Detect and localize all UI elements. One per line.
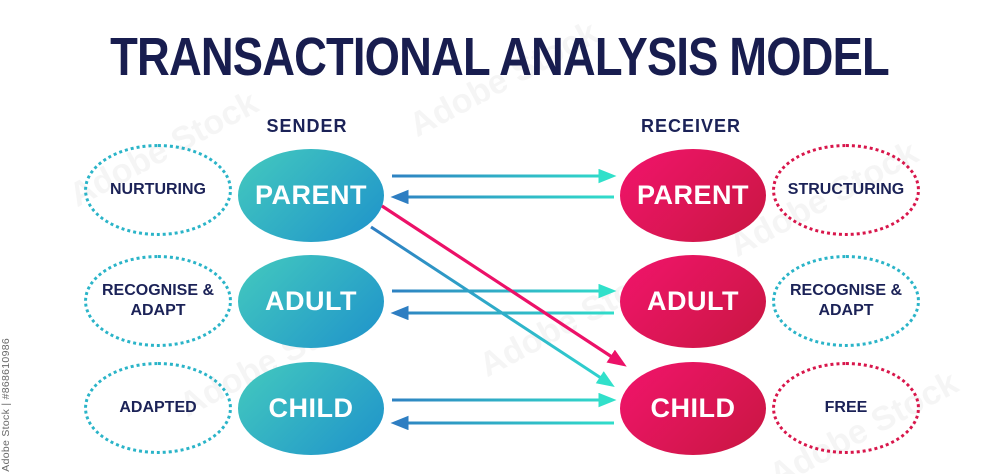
receiver-parent-ellipse: PARENT — [620, 149, 766, 242]
trait-label: NURTURING — [110, 181, 206, 198]
page-title: TRANSACTIONAL ANALYSIS MODEL — [0, 26, 1000, 88]
trait-label: RECOGNISE & ADAPT — [101, 282, 214, 319]
sender-column-header: SENDER — [266, 116, 348, 136]
receiver-parent-trait-ellipse: STRUCTURING — [772, 144, 920, 236]
arrow-parent-to-child-pink — [381, 204, 627, 367]
sender-adult-ellipse: ADULT — [238, 255, 384, 348]
arrow-parent-to-child-teal — [370, 225, 615, 388]
sender-child-ellipse: CHILD — [238, 362, 384, 455]
page-title-text: TRANSACTIONAL ANALYSIS MODEL — [110, 27, 891, 87]
trait-label: STRUCTURING — [787, 181, 905, 198]
sender-child-trait-ellipse: ADAPTED — [84, 362, 232, 454]
sender-adult-trait-ellipse: RECOGNISE & ADAPT — [84, 255, 232, 347]
trait-label: FREE — [824, 399, 868, 416]
state-label: CHILD — [650, 393, 736, 423]
receiver-child-ellipse: CHILD — [620, 362, 766, 455]
state-label: PARENT — [254, 180, 367, 210]
state-label: ADULT — [647, 286, 739, 316]
receiver-column-header: RECEIVER — [640, 116, 742, 136]
receiver-adult-ellipse: ADULT — [620, 255, 766, 348]
receiver-adult-trait-ellipse: RECOGNISE & ADAPT — [772, 255, 920, 347]
receiver-child-trait-ellipse: FREE — [772, 362, 920, 454]
trait-label: RECOGNISE & ADAPT — [789, 282, 902, 319]
state-label: CHILD — [268, 393, 354, 423]
sender-parent-ellipse: PARENT — [238, 149, 384, 242]
state-label: PARENT — [636, 180, 749, 210]
state-label: ADULT — [265, 286, 357, 316]
stock-watermark: Adobe Stock | #868610986 — [0, 338, 12, 472]
trait-label: ADAPTED — [119, 399, 197, 416]
sender-parent-trait-ellipse: NURTURING — [84, 144, 232, 236]
